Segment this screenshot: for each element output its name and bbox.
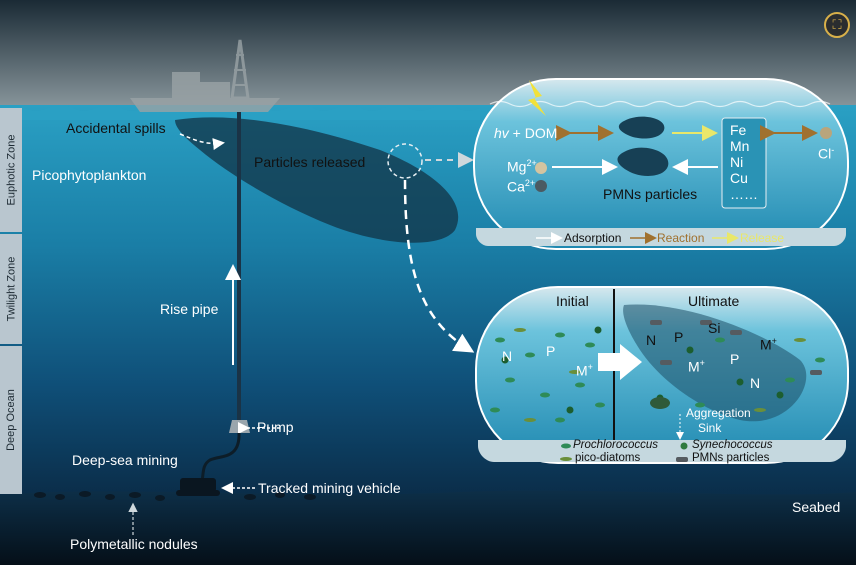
label-seabed: Seabed (792, 499, 841, 515)
label-cl-sup: - (831, 145, 835, 155)
label-mg-sup: 2+ (526, 158, 537, 168)
particles-circle (387, 143, 423, 179)
label-m-ultimate-top: M+ (760, 336, 777, 353)
label-dom: + DOM (508, 125, 558, 141)
label-mg: Mg2+ (507, 158, 537, 175)
label-n-initial: N (502, 348, 513, 364)
label-hv: hv (494, 125, 509, 141)
legend-pico-diatoms: pico-diatoms (575, 452, 641, 464)
legend-prochlorococcus: Prochlorococcus (573, 439, 659, 451)
legend-reaction: Reaction (657, 231, 705, 245)
label-m-ultimate-sup: + (699, 358, 705, 368)
label-sink: Sink (698, 421, 722, 435)
label-pump: Pump (257, 419, 294, 435)
label-nodules: Polymetallic nodules (70, 536, 198, 552)
label-ca-text: Ca (507, 178, 525, 195)
label-fe: Fe (730, 122, 747, 138)
mining-vehicle (176, 478, 220, 496)
expand-icon: ⛶ (832, 17, 842, 32)
label-hv-dom: hv + DOM (494, 125, 557, 141)
connector-bottom (403, 179, 475, 353)
legend-pmns: PMNs particles (692, 452, 770, 464)
legend-adsorption: Adsorption (564, 231, 622, 245)
legend-release: Release (740, 231, 785, 245)
label-m-ultimate-text: M (688, 358, 700, 375)
label-mn: Mn (730, 138, 750, 154)
label-cl-text: Cl (818, 145, 832, 162)
zone-deep-label: Deep Ocean (5, 389, 18, 451)
label-cl: Cl- (818, 145, 834, 162)
legend-synechococcus: Synechococcus (692, 439, 773, 451)
label-m-ultimate-top-sup: + (771, 336, 777, 346)
bottom-panel (475, 286, 849, 464)
label-particles-released: Particles released (254, 154, 366, 170)
zone-twilight: Twilight Zone (0, 234, 22, 344)
zone-twilight-label: Twilight Zone (5, 256, 17, 322)
label-m-ultimate: M+ (688, 358, 705, 375)
label-m-initial-text: M (576, 362, 588, 379)
top-panel (473, 78, 849, 250)
label-accidental-spills: Accidental spills (66, 120, 166, 136)
label-m-initial: M+ (576, 362, 593, 379)
label-si: Si (708, 320, 721, 336)
label-pmns: PMNs particles (603, 186, 698, 202)
label-ca: Ca2+ (507, 178, 535, 195)
label-n-ultimate-2: N (750, 375, 761, 391)
zone-euphotic-label: Euphotic Zone (5, 134, 17, 206)
label-p-ultimate-2: P (730, 351, 740, 367)
seabed (0, 490, 856, 565)
label-p-initial: P (546, 343, 556, 359)
label-m-initial-sup: + (587, 362, 593, 372)
nodules (34, 491, 316, 501)
label-tracked-vehicle: Tracked mining vehicle (258, 480, 401, 496)
label-ni: Ni (730, 154, 744, 170)
label-rise-pipe: Rise pipe (160, 301, 219, 317)
label-ca-sup: 2+ (524, 178, 536, 188)
expand-button[interactable]: ⛶ (824, 12, 850, 38)
particle-plume (175, 117, 459, 243)
label-deep-sea-mining: Deep-sea mining (72, 452, 178, 468)
label-mg-text: Mg (507, 158, 527, 175)
label-ellipsis: …… (730, 186, 758, 202)
label-aggregation: Aggregation (686, 406, 751, 420)
spills-arrow (179, 133, 225, 151)
zone-deep: Deep Ocean (0, 346, 22, 494)
mining-ship (130, 39, 280, 112)
label-ultimate: Ultimate (688, 293, 740, 309)
label-picophytoplankton: Picophytoplankton (32, 167, 147, 183)
label-cu: Cu (730, 170, 748, 186)
label-initial: Initial (556, 293, 589, 309)
pump-shape (229, 420, 250, 433)
label-n-ultimate: N (646, 332, 657, 348)
label-p-ultimate: P (674, 329, 684, 345)
label-m-ultimate-top-text: M (760, 336, 772, 353)
zone-euphotic: Euphotic Zone (0, 108, 22, 232)
